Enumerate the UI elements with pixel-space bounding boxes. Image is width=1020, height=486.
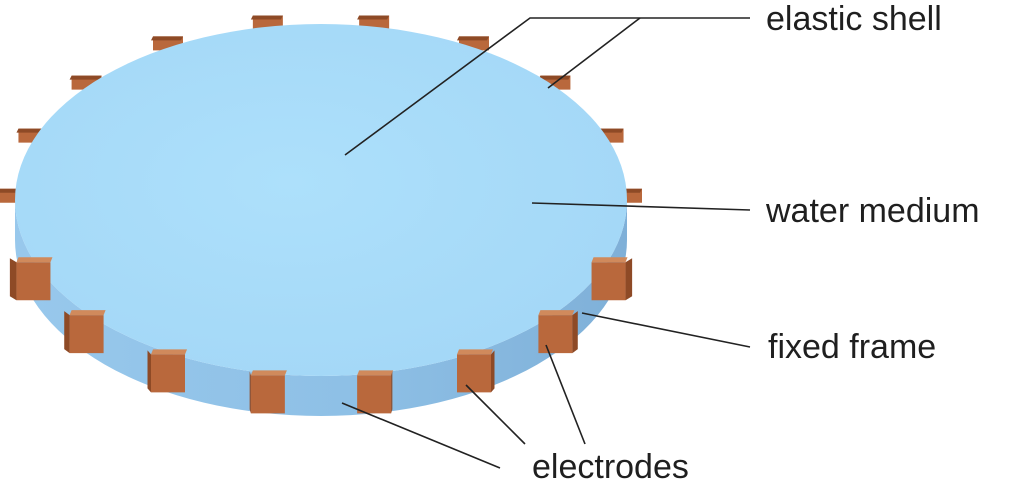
electrode-side-face — [64, 311, 70, 354]
label-electrodes: electrodes — [532, 448, 689, 486]
electrode-side-face — [249, 371, 251, 414]
electrode-front-face — [151, 354, 185, 393]
electrode-front-face — [591, 262, 626, 301]
electrode-top-face — [457, 36, 489, 41]
leader-electrodes-mid — [465, 384, 526, 445]
label-water-medium: water medium — [765, 192, 980, 230]
electrode — [9, 257, 53, 301]
electrode — [457, 349, 495, 393]
leader-fixed-frame — [581, 312, 751, 348]
leader-electrodes-left — [341, 402, 501, 469]
electrode — [147, 349, 187, 393]
electrode-top-face — [250, 15, 283, 20]
electrode-front-face — [357, 375, 392, 414]
electrode — [249, 370, 287, 414]
electrode-side-face — [625, 258, 633, 301]
electrode-side-face — [9, 258, 17, 301]
electrode-top-face — [16, 257, 53, 263]
label-fixed-frame: fixed frame — [768, 328, 936, 366]
electrode-side-face — [491, 350, 495, 393]
electrode-top-face — [591, 257, 628, 263]
electrode-top-face — [151, 349, 187, 355]
electrode-side-face — [147, 350, 151, 393]
electrode — [357, 370, 394, 414]
leader-elastic-shell-a — [344, 17, 750, 156]
water-medium-surface — [15, 24, 627, 376]
electrode-top-face — [457, 349, 493, 355]
electrode-top-face — [69, 310, 106, 316]
electrode-top-face — [69, 75, 102, 80]
electrode-side-face — [572, 311, 578, 354]
leader-elastic-shell-b — [547, 17, 641, 89]
leader-lines — [341, 17, 751, 469]
electrode-top-face — [151, 36, 183, 41]
electrode-top-face — [538, 310, 575, 316]
electrode-front-face — [250, 375, 285, 414]
electrode — [591, 257, 633, 301]
leader-electrodes-right — [545, 344, 586, 445]
electrode-front-face — [457, 354, 491, 393]
front-electrodes — [9, 257, 633, 414]
electrode-front-face — [16, 262, 51, 301]
label-elastic-shell: elastic shell — [766, 0, 942, 38]
electrode-top-face — [357, 370, 394, 376]
electrode-front-face — [538, 315, 573, 354]
leader-water-medium — [531, 202, 751, 211]
electrode — [64, 310, 106, 354]
electrode-top-face — [357, 15, 390, 20]
electrode — [538, 310, 578, 354]
electrode-front-face — [69, 315, 104, 354]
electrode-side-face — [391, 371, 393, 414]
electrode-top-face — [250, 370, 287, 376]
